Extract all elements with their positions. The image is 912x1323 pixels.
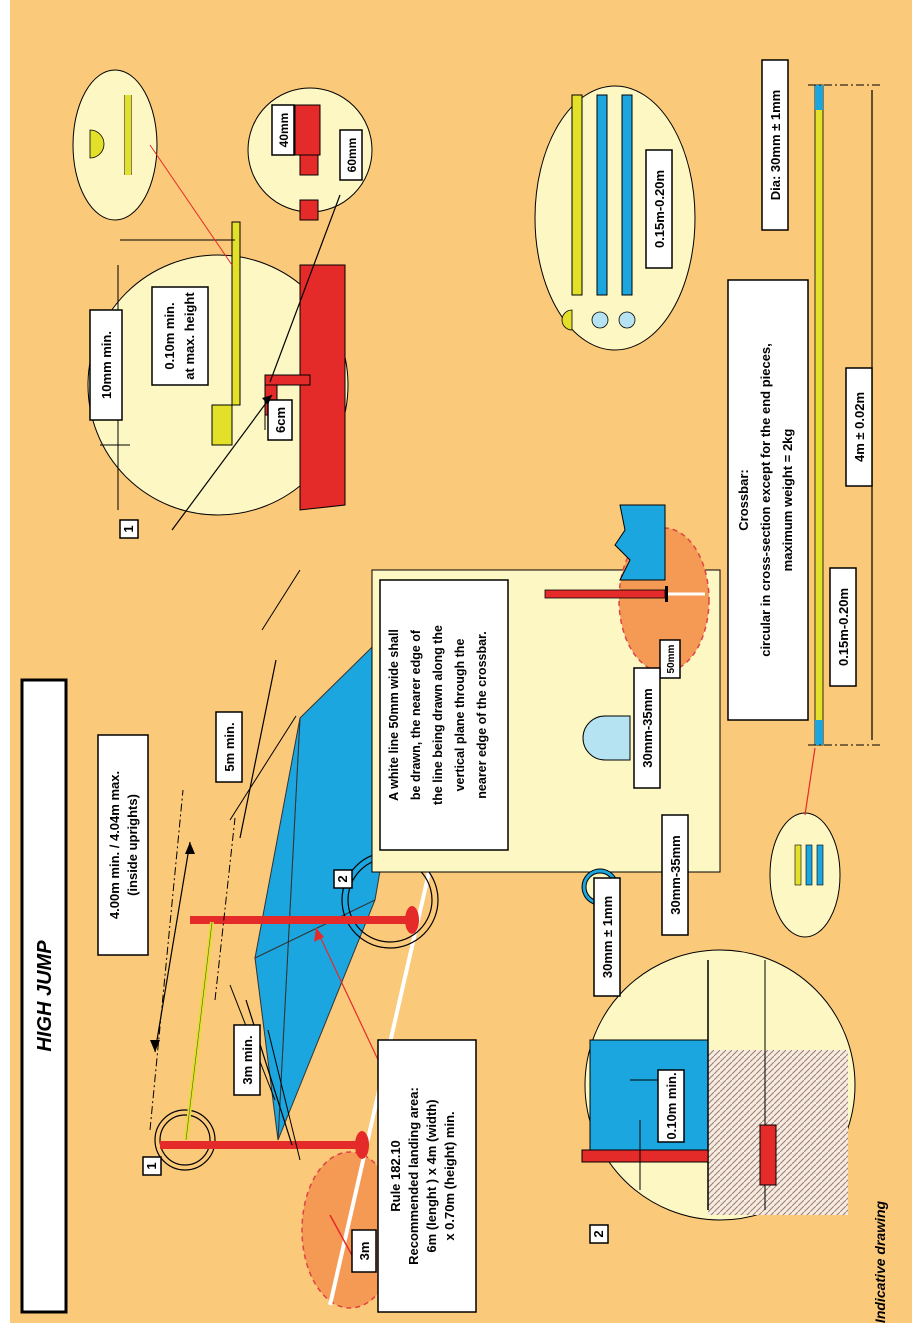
crossbar-description-box: Crossbar: circular in cross-section exce…	[727, 279, 809, 721]
zone-left-text: 3m	[357, 1242, 372, 1261]
white-line-text-5: nearer edge of the crossbar.	[475, 631, 489, 798]
white-line-text-4: vertical plane through the	[453, 639, 467, 792]
support-depth-text: 60mm	[345, 138, 359, 173]
white-line-text-2: be drawn, the nearer edge of	[409, 629, 423, 800]
gap-10mm-label: 10mm min.	[89, 309, 123, 421]
crossbar-total-length-label: 4m ± 0.02m	[845, 367, 873, 487]
white-line-width-text: 50mm	[666, 644, 677, 673]
marker-2-detail: 2	[589, 1224, 609, 1244]
crossbar-heading: Crossbar:	[736, 469, 751, 530]
gap-010-label: 0.10m min.	[657, 1069, 685, 1143]
end-diameter-label: 30mm ± 1mm	[593, 877, 621, 997]
rule-line-1: Recommended landing area:	[406, 1087, 421, 1265]
end-diameter-text: 30mm ± 1mm	[600, 896, 615, 978]
gap-010-text: 0.10m min.	[664, 1072, 679, 1139]
marker-1-detail: 1	[119, 519, 139, 539]
runway-left-label: 3m min.	[233, 1024, 261, 1096]
white-line-info-box: A white line 50mm wide shall be drawn, t…	[371, 504, 721, 873]
detail-circle-1	[154, 1109, 216, 1171]
crossbar-specification: Dia: 30mm ± 1mm Crossbar: circular in cr…	[727, 59, 880, 938]
end-side-a-text: 30mm-35mm	[640, 688, 655, 768]
page-title: HIGH JUMP	[34, 940, 56, 1052]
end-length-label: 0.15m-0.20m	[645, 149, 673, 269]
title-box: HIGH JUMP	[20, 678, 68, 1314]
end-side-b-text: 30mm-35mm	[668, 835, 683, 915]
marker-2-main: 2	[333, 869, 353, 889]
crossbar-end-length-text: 0.15m-0.20m	[836, 588, 851, 666]
white-line-text-3: the line being drawn along the	[431, 625, 445, 805]
marker-1-main-text: 1	[144, 1162, 159, 1169]
runway-right-text: 5m min.	[222, 722, 237, 771]
rule-title: Rule 182.10	[388, 1140, 403, 1212]
gap-10mm-text: 10mm min.	[99, 331, 114, 399]
runway-left-text: 3m min.	[240, 1035, 255, 1084]
marker-2-main-text: 2	[335, 875, 350, 882]
detail-support-dimensions: 40mm 60mm	[247, 87, 373, 383]
height-note-label: 0.10m min. at max. height	[151, 286, 209, 386]
uprights-distance-label: 4.00m min. / 4.04m max. (inside uprights…	[97, 734, 149, 956]
uprights-distance-note: (inside uprights)	[125, 794, 140, 896]
zone-left-label: 3m	[351, 1229, 377, 1273]
support-width-text: 40mm	[277, 113, 291, 148]
support-width-label: 40mm	[271, 104, 295, 156]
detail-end-pieces: 0.15m-0.20m	[534, 85, 696, 351]
end-piece-cross-sections: 30mm ± 1mm 30mm-35mm 30mm-35mm	[581, 667, 689, 997]
crossbar-end-length-label: 0.15m-0.20m	[829, 567, 857, 687]
crossbar-line-2: maximum weight = 2kg	[780, 429, 795, 572]
crossbar-line-1: circular in cross-section except for the…	[758, 343, 773, 657]
uprights-distance-text: 4.00m min. / 4.04m max.	[107, 771, 122, 919]
marker-2-detail-text: 2	[591, 1230, 606, 1237]
detail-crossbar-end-mini	[72, 69, 233, 266]
rule-box: Rule 182.10 Recommended landing area: 6m…	[377, 1039, 477, 1313]
height-note-line-2: at max. height	[182, 292, 197, 380]
runway-right-label: 5m min.	[215, 711, 243, 783]
marker-1-main: 1	[142, 1156, 162, 1176]
detail-2-landing-gap: 0.10m min. 2	[581, 949, 856, 1244]
support-depth-label: 60mm	[339, 129, 363, 181]
crossbar-diameter-label: Dia: 30mm ± 1mm	[761, 59, 789, 231]
landing-area-side	[254, 717, 301, 1141]
end-side-b-label: 30mm-35mm	[661, 814, 689, 936]
white-line-width-label: 50mm	[659, 639, 681, 679]
end-length-text: 0.15m-0.20m	[652, 170, 667, 248]
marker-1-detail-text: 1	[121, 525, 136, 532]
footer-note: Indicative drawing	[872, 1200, 888, 1323]
rule-line-3: x 0.70m (height) min.	[442, 1111, 457, 1240]
white-line-text-1: A white line 50mm wide shall	[387, 629, 401, 801]
support-length-text: 6cm	[273, 407, 288, 433]
crossbar-diameter-text: Dia: 30mm ± 1mm	[768, 90, 783, 200]
detail-1-upright-support: 10mm min. 0.10m min. at max. height 6cm …	[87, 221, 349, 539]
support-length-label: 6cm	[267, 399, 293, 441]
crossbar-total-length-text: 4m ± 0.02m	[852, 392, 867, 462]
end-side-a-label: 30mm-35mm	[633, 667, 661, 789]
height-note-line-1: 0.10m min.	[162, 302, 177, 369]
rule-line-2: 6m (lenght ) x 4m (width)	[424, 1099, 439, 1252]
